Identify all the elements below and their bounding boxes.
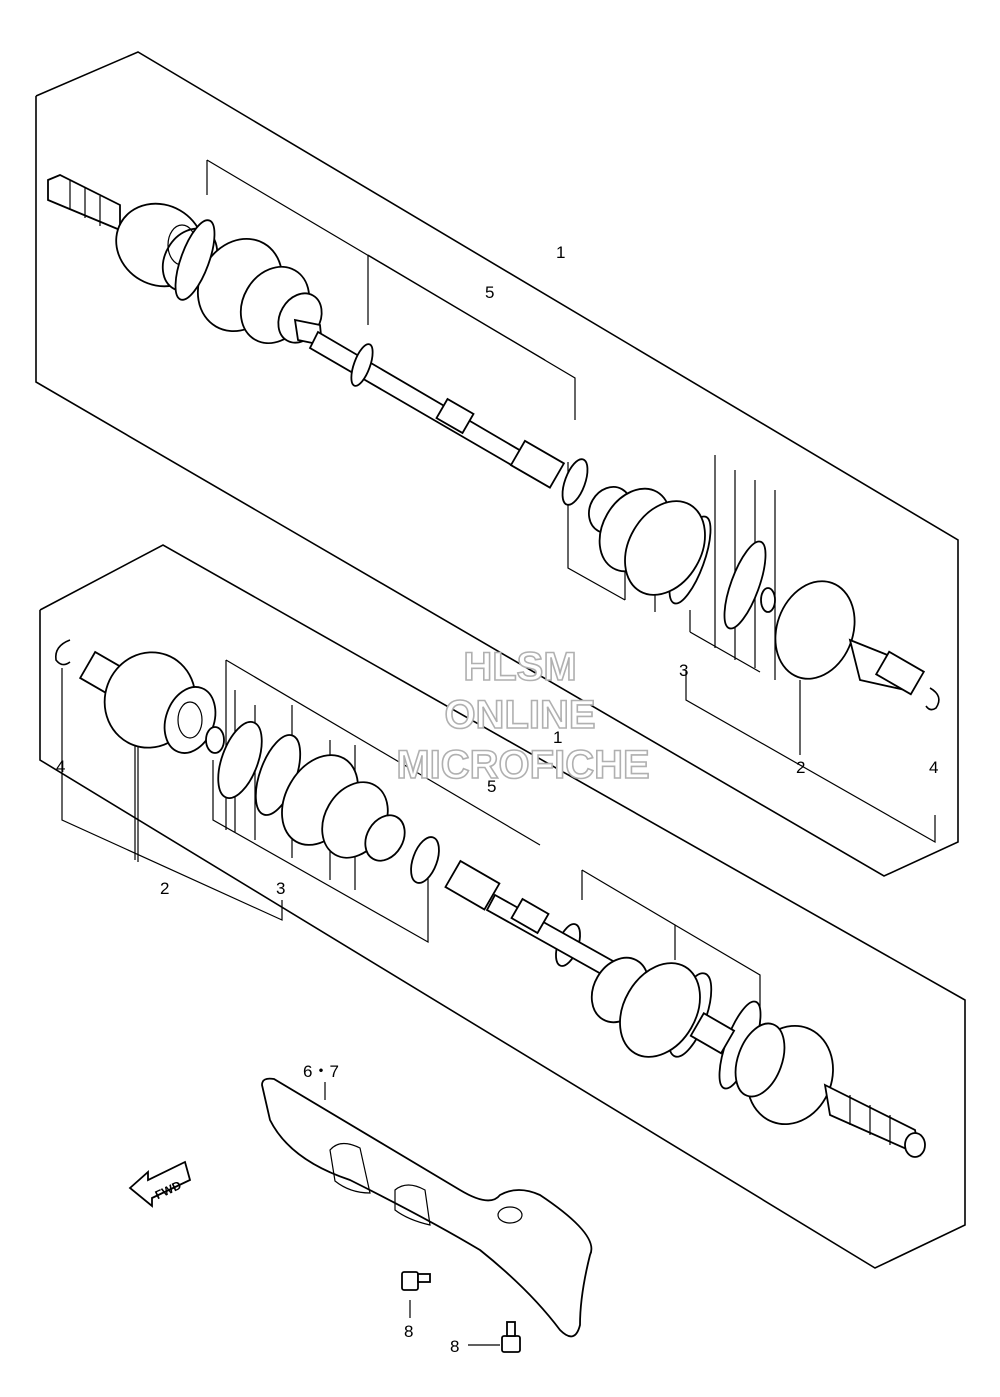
lower-inner-joint <box>78 650 225 754</box>
lower-assembly-frame <box>39 544 966 1269</box>
watermark-line-3: MICROFICHE <box>396 743 649 787</box>
callout-bolt-a: 8 <box>404 1322 413 1341</box>
watermark: HLSM ONLINE MICROFICHE <box>396 644 651 788</box>
lower-leader-lines <box>61 659 761 1030</box>
callout-lower-assembly: 1 <box>553 728 562 747</box>
callout-lower-boot-kit: 3 <box>276 879 285 898</box>
callout-lower-circlip: 4 <box>56 757 65 776</box>
watermark-line-2: ONLINE <box>444 693 595 737</box>
upper-shaft <box>308 330 566 489</box>
bolt-upper <box>401 1271 431 1318</box>
upper-assembly-frame <box>35 51 959 877</box>
fwd-direction-arrow: FWD <box>128 1160 192 1208</box>
callout-upper-shaft: 5 <box>485 283 494 302</box>
upper-inner-joint <box>774 580 940 711</box>
callout-upper-assembly: 1 <box>556 243 565 262</box>
callout-lower-joint: 2 <box>160 879 169 898</box>
heat-shield <box>261 1077 593 1338</box>
lower-circlip-left <box>54 639 71 666</box>
lower-inner-boot <box>281 754 406 862</box>
lower-outer-boot <box>590 956 736 1058</box>
watermark-line-1: HLSM <box>463 645 576 689</box>
lower-outer-cv-joint <box>734 1022 926 1158</box>
callout-upper-circlip: 4 <box>929 758 938 777</box>
lower-shaft <box>444 859 622 982</box>
callout-upper-boot-kit: 3 <box>679 661 688 680</box>
callout-bolt-b: 8 <box>450 1337 459 1356</box>
callout-heat-shield: 6・7 <box>303 1062 339 1081</box>
callout-upper-joint: 2 <box>796 758 805 777</box>
bolt-lower <box>468 1321 521 1353</box>
callout-lower-shaft: 5 <box>487 777 496 796</box>
upper-inner-boot <box>588 486 706 596</box>
